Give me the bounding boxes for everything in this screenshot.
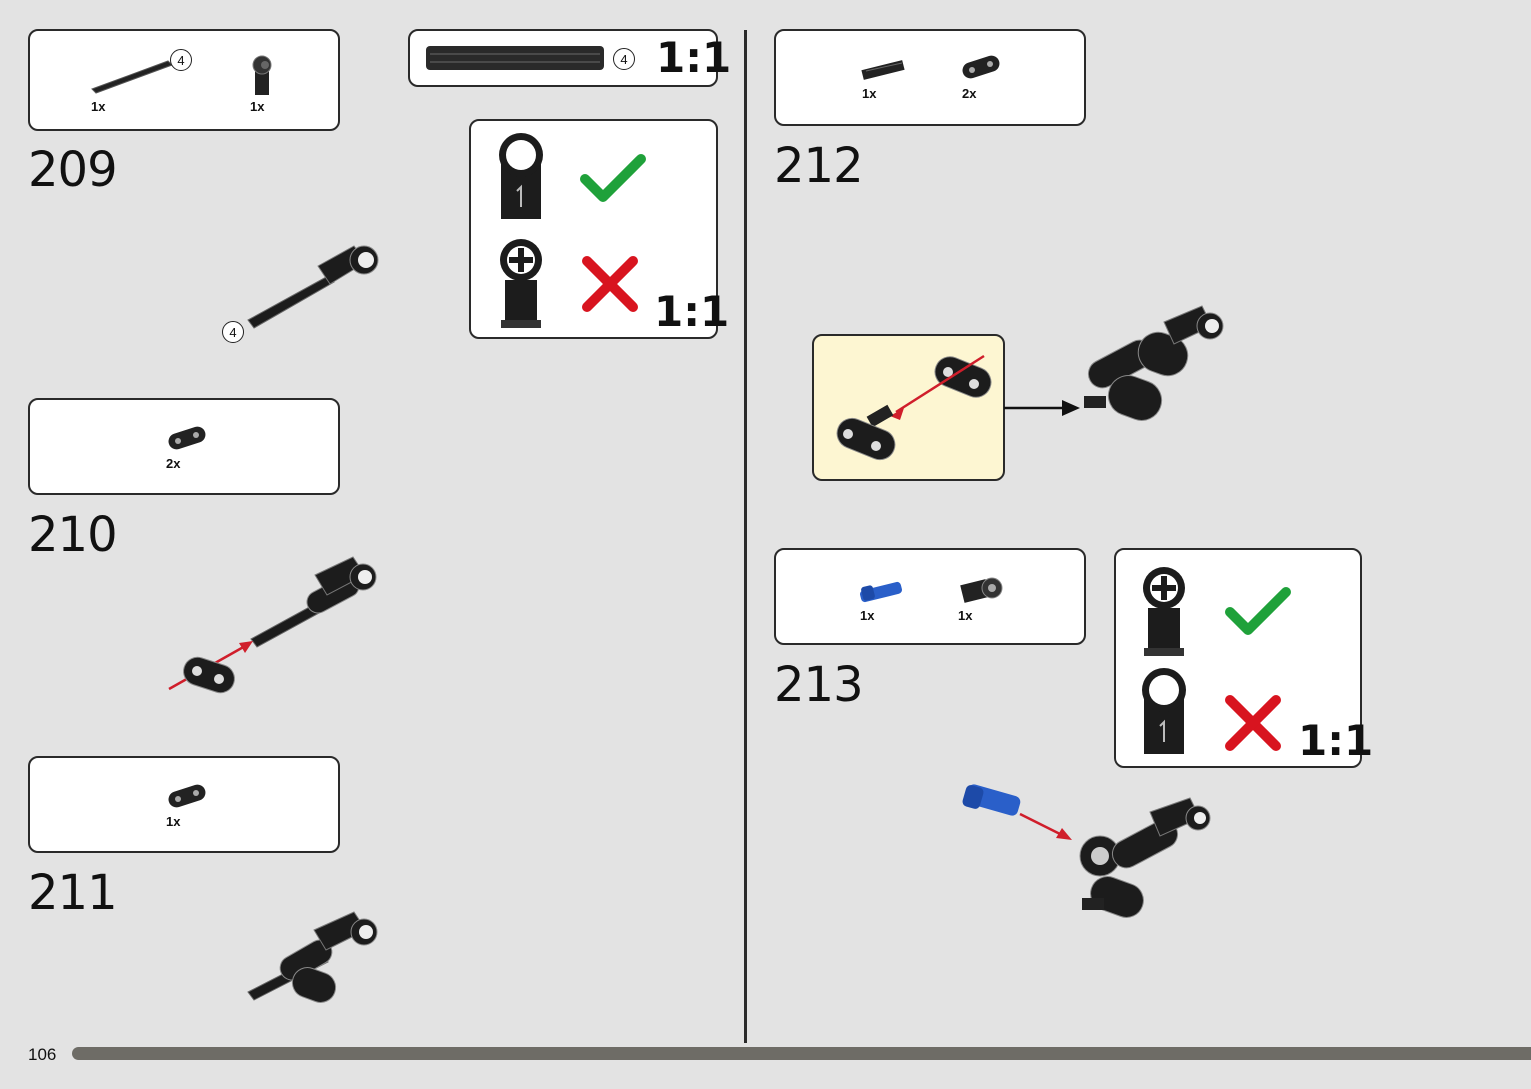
check-icon [1224,586,1294,636]
long-axle-icon [90,53,180,93]
qty-label: 1x [958,608,972,623]
connector-round-hole-icon [1140,666,1190,756]
connector-round-hole-icon [497,131,547,221]
step-number-213: 213 [774,661,863,709]
cross-icon [1224,694,1284,754]
orientation-callout-213: 1:1 [1114,548,1362,768]
scale-label: 1:1 [1298,720,1373,762]
arrow-icon [1004,398,1084,418]
page-number: 106 [28,1045,56,1065]
check-icon [579,153,649,203]
pin-axle-icon [860,57,910,83]
beam-2-hole-icon [960,55,1004,83]
connector-cross-hole-icon [1140,564,1190,659]
step-number-209: 209 [28,146,117,194]
axle-1to1-icon [426,46,606,72]
qty-label: 2x [962,86,976,101]
sub-assembly-illustration [824,344,1004,474]
connector-cross-hole-icon [497,236,547,331]
parts-box-210: 2x [28,398,340,495]
column-divider [744,30,747,1043]
assembly-213-illustration [960,780,1220,930]
qty-label: 2x [166,456,180,471]
parts-box-209: 4 1x 1x [28,29,340,131]
beam-2-hole-icon [166,784,210,812]
step-number-211: 211 [28,869,117,917]
qty-label: 1x [166,814,180,829]
qty-label: 1x [250,99,264,114]
axle-length-badge: 4 [222,321,244,343]
parts-box-212: 1x 2x [774,29,1086,126]
cross-block-icon [956,572,1006,606]
qty-label: 1x [91,99,105,114]
scale-callout-axle: 4 1:1 [408,29,718,87]
beam-2-hole-icon [166,426,210,454]
parts-box-213: 1x 1x [774,548,1086,645]
assembly-210-illustration [165,555,395,705]
parts-box-211: 1x [28,756,340,853]
orientation-callout-209: 1:1 [469,119,718,339]
step-number-210: 210 [28,511,117,559]
cross-icon [581,255,641,315]
blue-pin-icon [858,580,908,606]
axle-length-badge: 4 [170,49,192,71]
qty-label: 1x [860,608,874,623]
qty-label: 1x [862,86,876,101]
sub-assembly-callout-212 [812,334,1005,481]
assembly-212-illustration [1078,300,1228,440]
assembly-209-illustration [218,236,398,356]
scale-label: 1:1 [656,37,731,79]
step-number-212: 212 [774,142,863,190]
scale-label: 1:1 [654,291,729,333]
axle-connector-icon [245,51,285,101]
axle-length-badge: 4 [613,48,635,70]
assembly-211-illustration [242,910,392,1020]
progress-bar [72,1047,1531,1060]
